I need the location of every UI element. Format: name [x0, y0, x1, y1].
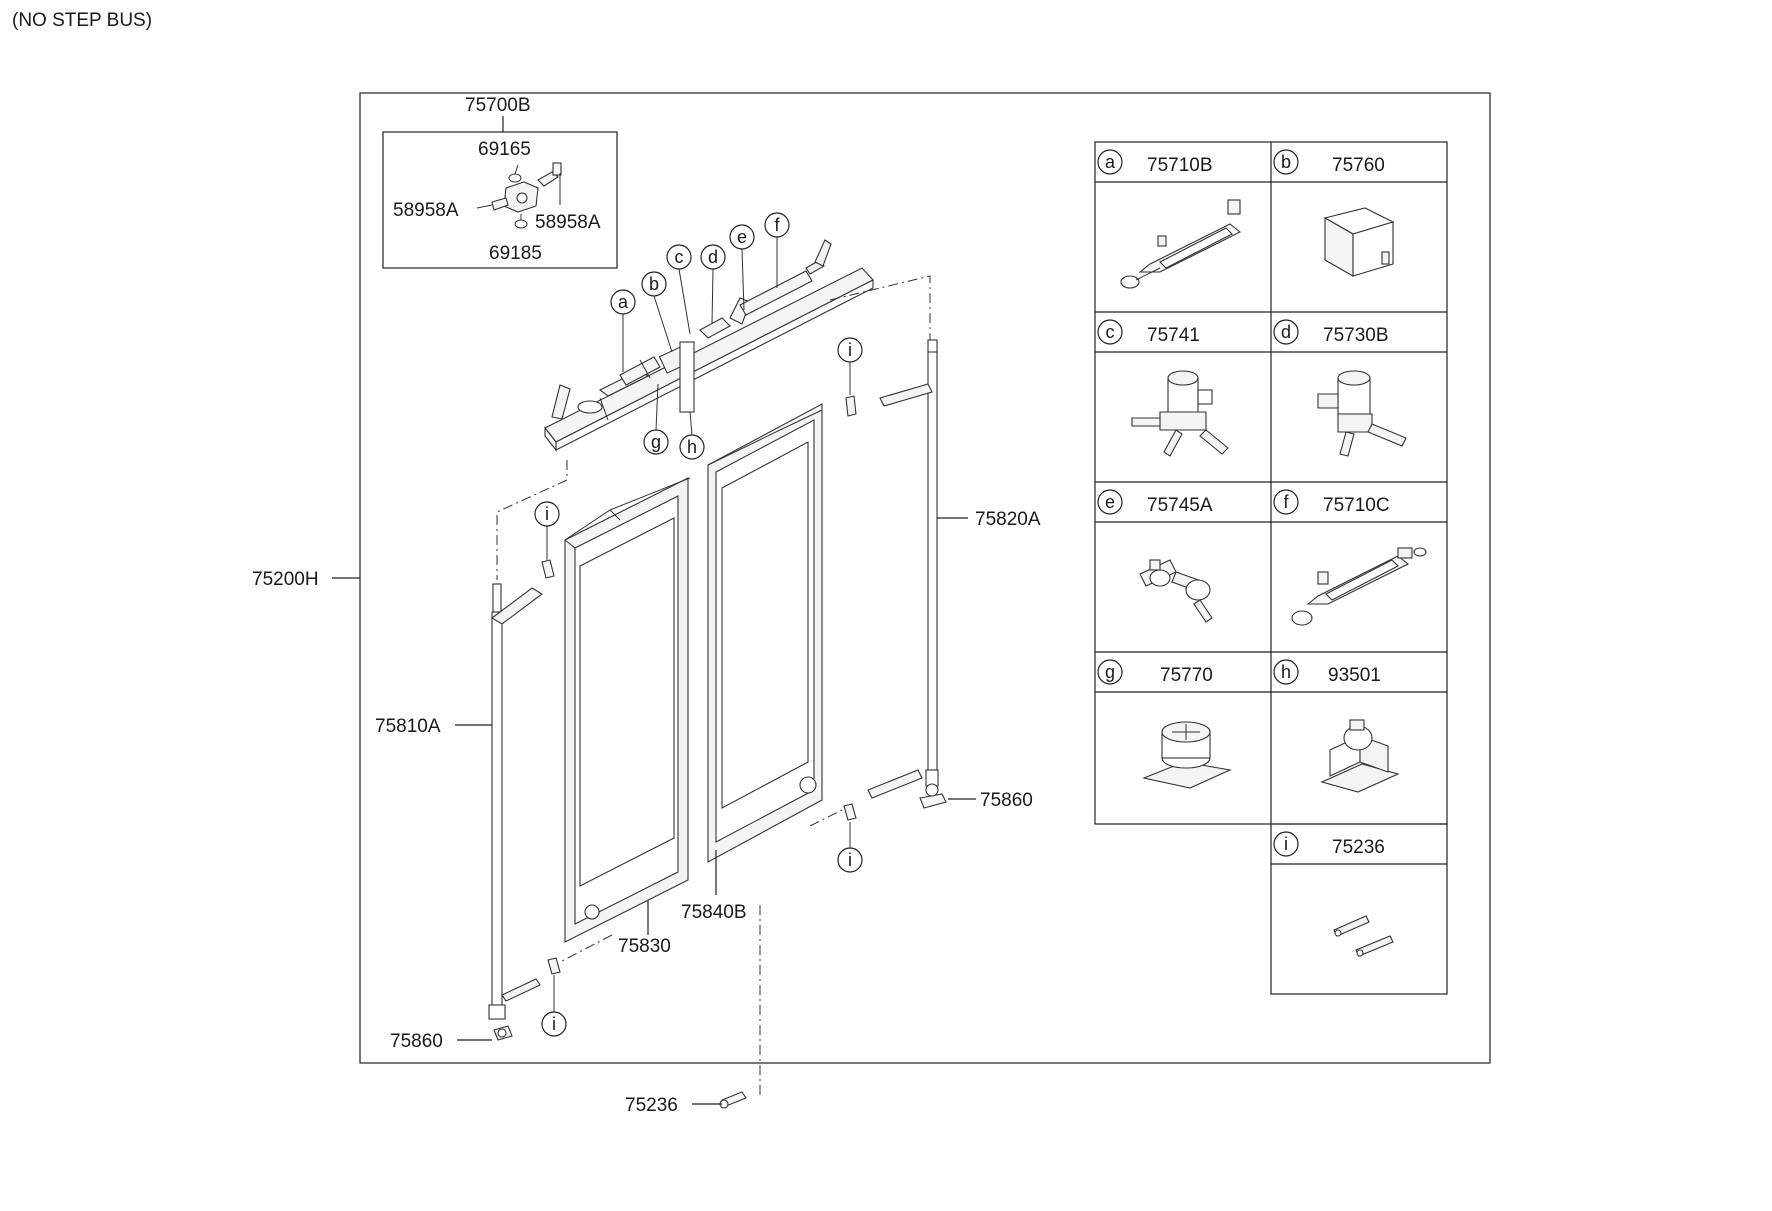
- callout-75860-right: 75860: [980, 790, 1033, 811]
- air-cylinder-icon: [1291, 547, 1427, 626]
- callout-75840b: 75840B: [681, 902, 747, 923]
- fitting-valve-icon: [1139, 559, 1213, 623]
- svg-text:h: h: [1281, 662, 1291, 682]
- legend-cell-e: e 75745A: [1097, 489, 1213, 623]
- pillar-left: [488, 583, 543, 1020]
- callout-69185: 69185: [489, 243, 542, 264]
- legend-cell-f: f 75710C: [1273, 489, 1427, 626]
- door-right: [707, 403, 823, 863]
- callout-75830: 75830: [618, 936, 671, 957]
- solenoid-valve-icon: [1131, 370, 1229, 457]
- marker-i-upper-right: i: [837, 337, 863, 417]
- marker-h: h: [679, 411, 705, 460]
- svg-text:93501: 93501: [1328, 665, 1381, 686]
- callout-75860-left: 75860: [390, 1031, 443, 1052]
- svg-text:75741: 75741: [1147, 325, 1200, 346]
- marker-c: c: [666, 244, 692, 335]
- pillar-right: [867, 339, 939, 799]
- svg-text:i: i: [848, 850, 852, 870]
- marker-g: g: [643, 383, 669, 455]
- svg-text:a: a: [618, 292, 629, 312]
- pivot-right: [919, 783, 947, 809]
- svg-text:h: h: [687, 437, 697, 457]
- svg-text:75710B: 75710B: [1147, 155, 1213, 176]
- pin-icon: [1333, 915, 1394, 957]
- marker-i-upper-left: i: [534, 501, 560, 579]
- marker-i-lower-left: i: [541, 957, 567, 1037]
- legend-cell-c: c 75741: [1097, 319, 1229, 457]
- svg-text:75730B: 75730B: [1323, 325, 1389, 346]
- svg-text:e: e: [1105, 492, 1115, 512]
- legend-cell-i: i 75236: [1273, 831, 1394, 957]
- svg-text:a: a: [1105, 152, 1116, 172]
- svg-text:d: d: [1281, 322, 1291, 342]
- svg-text:75236: 75236: [1332, 837, 1385, 858]
- air-cylinder-icon: [1120, 199, 1242, 289]
- svg-text:i: i: [1284, 834, 1288, 854]
- callout-75820a: 75820A: [975, 509, 1041, 530]
- svg-text:b: b: [1281, 152, 1291, 172]
- pin-bottom: [719, 1091, 747, 1109]
- marker-e: e: [729, 224, 755, 311]
- pivot-left: [493, 1025, 513, 1041]
- door-operator-mechanism: [544, 239, 874, 452]
- callout-69165: 69165: [478, 139, 531, 160]
- page-title: (NO STEP BUS): [12, 10, 153, 31]
- svg-text:b: b: [649, 274, 659, 294]
- callout-75700b: 75700B: [465, 95, 531, 116]
- legend-cell-d: d 75730B: [1273, 319, 1407, 457]
- solenoid-valve-bracket-icon: [1317, 370, 1407, 457]
- svg-text:i: i: [545, 504, 549, 524]
- svg-text:c: c: [675, 247, 684, 267]
- svg-text:75770: 75770: [1160, 665, 1213, 686]
- svg-text:f: f: [1283, 492, 1289, 512]
- callout-75200h: 75200H: [252, 569, 319, 590]
- callout-58958a-right: 58958A: [535, 212, 601, 233]
- svg-text:f: f: [774, 215, 780, 235]
- svg-text:75760: 75760: [1332, 155, 1385, 176]
- svg-text:g: g: [1105, 662, 1115, 682]
- marker-b: b: [641, 271, 673, 353]
- svg-text:d: d: [708, 247, 718, 267]
- callout-75810a: 75810A: [375, 716, 441, 737]
- legend-grid: [1094, 141, 1448, 995]
- svg-text:e: e: [737, 227, 747, 247]
- legend-cell-h: h 93501: [1273, 659, 1400, 793]
- marker-i-lower-right: i: [837, 803, 863, 873]
- callout-58958a-left: 58958A: [393, 200, 459, 221]
- legend-cell-g: g 75770: [1097, 659, 1232, 789]
- svg-text:c: c: [1106, 322, 1115, 342]
- valve-block-inset: [382, 131, 618, 269]
- door-left: [564, 477, 691, 943]
- marker-f: f: [764, 212, 790, 288]
- svg-text:i: i: [552, 1014, 556, 1034]
- svg-text:g: g: [651, 432, 661, 452]
- buzzer-icon: [1142, 721, 1232, 789]
- switch-bracket-icon: [1320, 719, 1400, 793]
- legend-cell-b: b 75760: [1273, 149, 1395, 277]
- marker-d: d: [700, 244, 726, 325]
- callout-75236: 75236: [625, 1095, 678, 1116]
- marker-a: a: [610, 289, 636, 372]
- control-box-icon: [1323, 207, 1395, 277]
- svg-text:75745A: 75745A: [1147, 495, 1213, 516]
- legend-cell-a: a 75710B: [1097, 149, 1242, 289]
- svg-text:75710C: 75710C: [1323, 495, 1390, 516]
- svg-text:i: i: [848, 340, 852, 360]
- valve-block-icon: [476, 162, 562, 229]
